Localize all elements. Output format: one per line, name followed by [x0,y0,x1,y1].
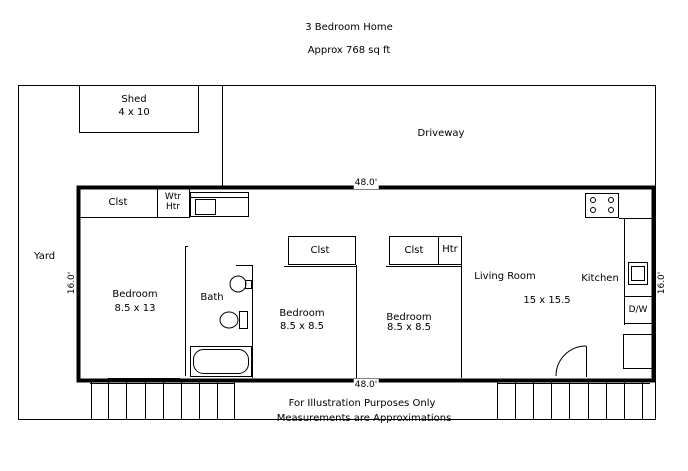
bathtub-outline [190,346,252,377]
toilet-bowl [219,311,239,329]
bathtub-basin [193,349,249,374]
bedroom-1-size: 8.5 x 13 [114,303,156,314]
bedroom-1-label: Bedroom [112,289,158,300]
dimension-left: 16.0' [67,271,77,295]
closet-label: Clst [310,245,330,256]
plan-title: 3 Bedroom Home [305,22,393,33]
closet-label: Clst [108,197,128,208]
dishwasher-label: D/W [628,305,648,315]
dishwasher-unit [624,296,653,324]
stove-burner-4 [608,207,614,213]
bedroom-3-label: Bedroom [386,312,432,323]
house-exterior-wall [76,185,656,383]
kitchen-sink-basin [631,266,645,281]
stove-burner-2 [608,197,614,203]
bath-label: Bath [200,292,224,303]
toilet-tank [239,311,248,329]
bath-sink-counter [245,280,252,289]
closet-label: Clst [404,245,424,256]
bedroom3-closet [389,236,462,265]
yard-label: Yard [34,251,56,262]
heater-label: Htr [442,244,458,255]
laundry-counter [190,192,249,217]
living-room-size: 15 x 15.5 [523,295,571,306]
property-boundary [18,85,656,420]
dimension-bottom: 48.0' [353,379,379,391]
stove-burner-1 [590,197,596,203]
kitchen-label: Kitchen [581,273,619,284]
disclaimer-line-1: For Illustration Purposes Only [288,398,436,409]
laundry-sink [195,199,216,215]
driveway-label: Driveway [417,128,465,139]
range-stove [585,193,619,218]
bath-sink-basin [229,275,247,293]
bedroom-2-label: Bedroom [279,308,325,319]
dimension-top: 48.0' [353,177,379,189]
water-heater-label-2: Htr [166,202,180,212]
disclaimer-line-2: Measurements are Approximations [276,413,452,424]
water-heater-label-1: Wtr [164,192,182,202]
bedroom-3-size: 8.5 x 8.5 [386,322,432,333]
living-room-label: Living Room [474,271,536,282]
bedroom-2-size: 8.5 x 8.5 [279,321,325,332]
plan-area: Approx 768 sq ft [307,45,391,56]
shed-size-label: 4 x 10 [118,107,150,118]
dimension-right: 16.0' [657,271,667,295]
shed-outline [79,85,199,133]
shed-label: Shed [121,94,147,105]
kitchen-sink [628,262,648,285]
stove-burner-3 [590,207,596,213]
refrigerator [623,334,653,369]
bedroom2-closet [288,236,356,265]
entry-door-swing [555,345,587,377]
